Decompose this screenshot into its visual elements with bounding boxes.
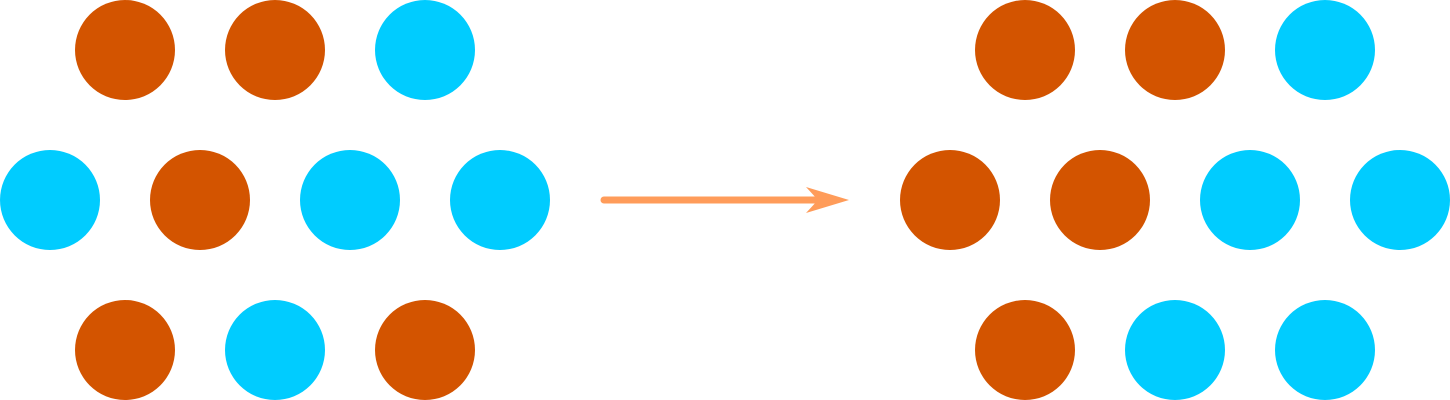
arrow: [600, 187, 849, 213]
before-dot-cyan: [375, 0, 475, 100]
before-dot-cyan: [450, 150, 550, 250]
after-dot-cyan: [1275, 0, 1375, 100]
before-dot-cyan: [0, 150, 100, 250]
before-dot-orange: [375, 300, 475, 400]
after-dot-cyan: [1350, 150, 1450, 250]
after-dot-orange: [1050, 150, 1150, 250]
after-grid: [900, 0, 1450, 400]
before-dot-cyan: [300, 150, 400, 250]
after-dot-cyan: [1200, 150, 1300, 250]
before-grid: [0, 0, 550, 400]
after-dot-orange: [975, 300, 1075, 400]
after-dot-orange: [1125, 0, 1225, 100]
after-dot-cyan: [1275, 300, 1375, 400]
before-dot-orange: [75, 300, 175, 400]
before-dot-orange: [225, 0, 325, 100]
after-dot-orange: [975, 0, 1075, 100]
before-dot-cyan: [225, 300, 325, 400]
after-dot-orange: [900, 150, 1000, 250]
before-dot-orange: [75, 0, 175, 100]
after-dot-cyan: [1125, 300, 1225, 400]
before-dot-orange: [150, 150, 250, 250]
arrow-head: [806, 187, 849, 213]
